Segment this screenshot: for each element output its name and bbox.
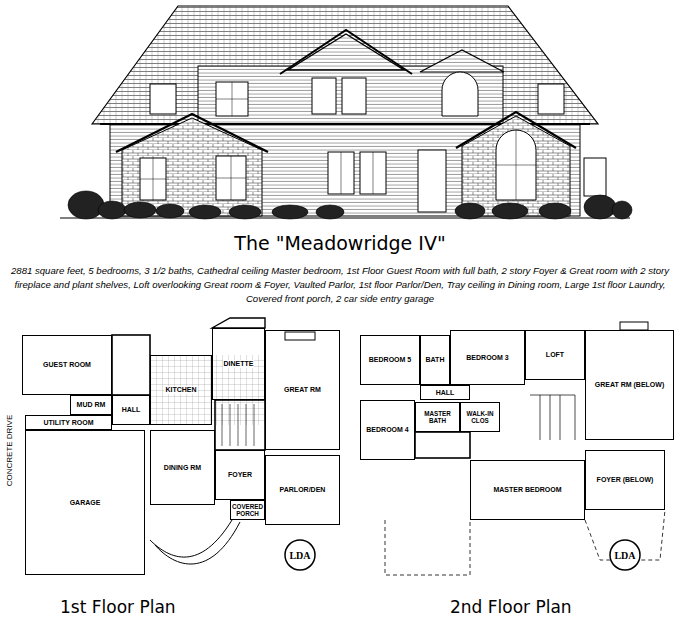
room-name: MUD RM — [76, 401, 107, 409]
room-name: UTILITY ROOM — [42, 419, 94, 427]
room-name: MASTER BATH — [416, 410, 459, 424]
room-box: KITCHEN — [150, 355, 212, 425]
room-text-group: GARAGE — [69, 499, 102, 507]
room-box: GARAGE — [25, 430, 145, 575]
room-box: FOYER (BELOW) — [585, 450, 665, 510]
room-name: GUEST ROOM — [42, 361, 92, 369]
room-name: WALK-IN CLOS — [461, 410, 499, 424]
room-text-group: FOYER (BELOW) — [596, 476, 655, 484]
room-name: GARAGE — [69, 499, 102, 507]
room-box: BATH — [420, 335, 450, 385]
room-name: FOYER (BELOW) — [596, 476, 655, 484]
room-text-group: BEDROOM 5 — [368, 356, 412, 364]
room-text-group: GUEST ROOM — [42, 361, 92, 369]
room-text-group: WALK-IN CLOS — [461, 410, 499, 424]
room-name: BEDROOM 3 — [465, 354, 509, 362]
room-box: UTILITY ROOM — [25, 415, 112, 430]
room-name: KITCHEN — [164, 386, 197, 394]
room-text-group: BEDROOM 3 — [465, 354, 509, 362]
room-name: BEDROOM 4 — [365, 426, 409, 434]
room-text-group: PARLOR/DEN — [279, 486, 327, 494]
room-box: DINETTE — [212, 328, 265, 400]
room-name: GREAT RM (BELOW) — [594, 381, 665, 389]
room-name: HALL — [435, 389, 456, 397]
room-name: BEDROOM 5 — [368, 356, 412, 364]
room-name: PARLOR/DEN — [279, 486, 327, 494]
room-text-group: DINING RM — [163, 464, 202, 472]
room-name: FOYER — [227, 471, 253, 479]
room-box: BEDROOM 3 — [450, 330, 525, 385]
room-box: MUD RM — [70, 395, 112, 415]
room-box: WALK-IN CLOS — [460, 402, 500, 432]
room-name: DINETTE — [223, 360, 255, 368]
plan-description: 2881 square feet, 5 bedrooms, 3 1/2 bath… — [6, 264, 674, 306]
logo-text: LDA — [614, 550, 635, 561]
room-box: HALL — [420, 385, 470, 400]
room-name: MASTER BEDROOM — [492, 486, 562, 494]
room-box: LOFT — [525, 330, 585, 380]
room-name: BATH — [425, 356, 446, 364]
plan-caption: 1st Floor Plan — [60, 597, 176, 617]
room-text-group: GREAT RM (BELOW) — [594, 381, 665, 389]
room-text-group: COVERED PORCH — [231, 503, 264, 517]
room-text-group: MASTER BATH — [416, 410, 459, 424]
room-box: COVERED PORCH — [230, 500, 265, 520]
room-text-group: FOYER — [227, 471, 253, 479]
room-box: PARLOR/DEN — [265, 455, 340, 525]
room-text-group: HALL — [121, 406, 142, 414]
room-text-group: MUD RM — [76, 401, 107, 409]
room-box: GREAT RM — [265, 330, 340, 450]
room-name: HALL — [121, 406, 142, 414]
logo-text: LDA — [289, 550, 310, 561]
room-box: DINING RM — [150, 430, 215, 505]
room-box: FOYER — [215, 450, 265, 500]
room-text-group: LOFT — [545, 351, 565, 359]
room-text-group: BEDROOM 4 — [365, 426, 409, 434]
room-name: COVERED PORCH — [231, 503, 264, 517]
room-box: MASTER BATH — [415, 402, 460, 432]
plan-title: The "Meadowridge IV" — [0, 232, 680, 254]
room-box: MASTER BEDROOM — [470, 460, 585, 520]
room-box: BEDROOM 5 — [360, 335, 420, 385]
room-text-group: GREAT RM — [283, 386, 322, 394]
room-name: LOFT — [545, 351, 565, 359]
room-box: GUEST ROOM — [22, 335, 112, 395]
room-name: DINING RM — [163, 464, 202, 472]
room-text-group: HALL — [435, 389, 456, 397]
plan-caption: 2nd Floor Plan — [450, 597, 572, 617]
room-text-group: DINETTE — [223, 360, 255, 368]
room-text-group: UTILITY ROOM — [42, 419, 94, 427]
room-name: GREAT RM — [283, 386, 322, 394]
drive-label: CONCRETE DRIVE — [5, 414, 14, 486]
room-text-group: KITCHEN — [164, 386, 197, 394]
room-box: GREAT RM (BELOW) — [585, 330, 674, 440]
room-box: HALL — [112, 395, 150, 425]
room-text-group: MASTER BEDROOM — [492, 486, 562, 494]
room-text-group: BATH — [425, 356, 446, 364]
room-box: BEDROOM 4 — [360, 400, 415, 460]
